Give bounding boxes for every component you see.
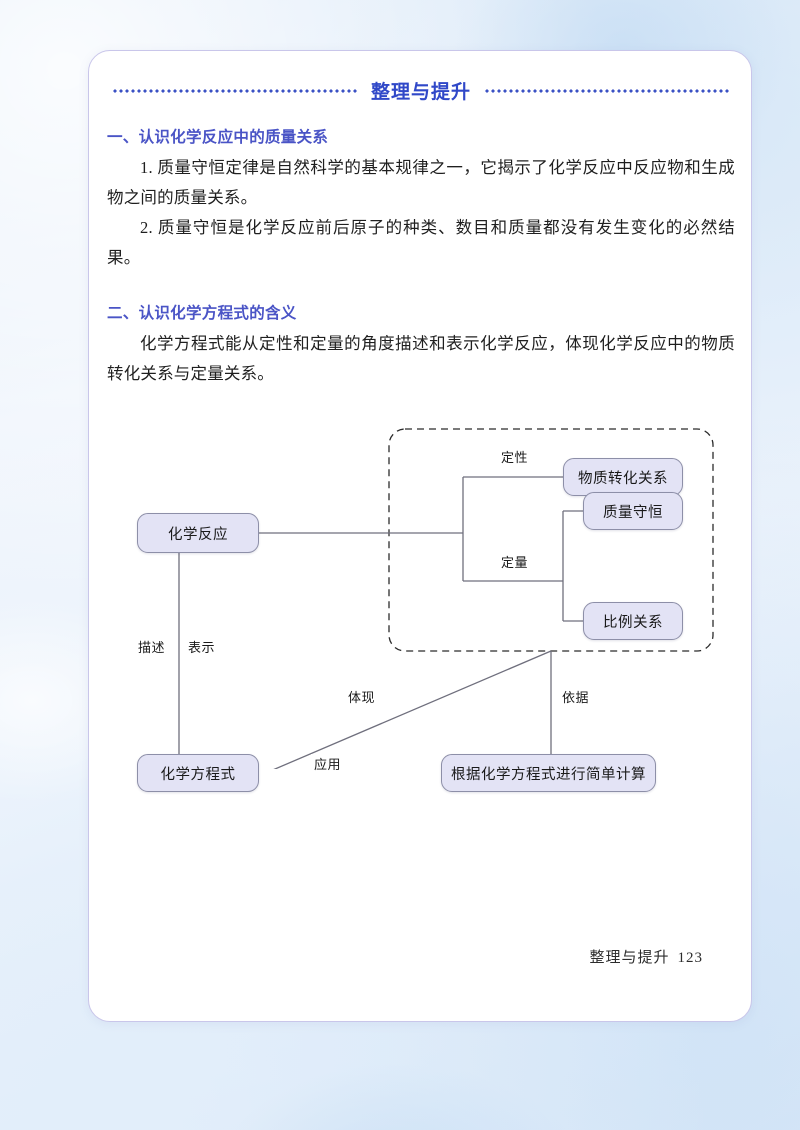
node-proportional-relation[interactable]: 比例关系 [583, 602, 683, 640]
node-mass-conservation-label: 质量守恒 [603, 504, 663, 521]
dotted-rule-left-icon [111, 88, 359, 93]
section-2-paragraph-1: 化学方程式能从定性和定量的角度描述和表示化学反应，体现化学反应中的物质转化关系与… [107, 334, 735, 383]
node-simple-calculation-label: 根据化学方程式进行简单计算 [451, 766, 646, 783]
edge-label-basis: 依据 [559, 687, 593, 706]
footer-label: 整理与提升 [589, 950, 670, 966]
node-chemical-equation-label: 化学方程式 [160, 766, 236, 783]
edge-label-apply: 应用 [311, 754, 345, 773]
edge-label-embody: 体现 [345, 687, 379, 706]
section-heading-2: 二、认识化学方程式的含义 [107, 305, 297, 322]
node-proportional-relation-label: 比例关系 [603, 614, 663, 631]
page-content: 一、认识化学反应中的质量关系 1. 质量守恒定律是自然科学的基本规律之一，它揭示… [107, 125, 735, 389]
page-header: 整理与提升 [111, 77, 732, 104]
node-substance-transformation[interactable]: 物质转化关系 [563, 458, 683, 496]
connector-embody [273, 650, 552, 769]
node-mass-conservation[interactable]: 质量守恒 [583, 492, 683, 530]
edge-label-describe: 描述 [135, 637, 169, 656]
diagram-connectors [178, 428, 714, 769]
node-chemical-equation[interactable]: 化学方程式 [137, 754, 259, 792]
page-number: 123 [677, 950, 703, 966]
section-heading-1: 一、认识化学反应中的质量关系 [107, 129, 329, 146]
node-chemical-reaction-label: 化学反应 [168, 526, 228, 543]
textbook-page-card: 整理与提升 一、认识化学反应中的质量关系 1. 质量守恒定律是自然科学的基本规律… [88, 50, 752, 1022]
node-chemical-reaction[interactable]: 化学反应 [137, 513, 259, 553]
dotted-rule-right-icon [483, 88, 732, 93]
section-1-paragraph-1: 1. 质量守恒定律是自然科学的基本规律之一，它揭示了化学反应中反应物和生成物之间… [107, 158, 735, 207]
page-title: 整理与提升 [371, 82, 472, 103]
edge-label-quantitative: 定量 [498, 552, 532, 571]
edge-label-qualitative: 定性 [498, 447, 532, 466]
concept-map-diagram: 化学反应 物质转化关系 质量守恒 比例关系 化学方程式 根据化学方程式进行简单计… [89, 369, 751, 792]
edge-label-represent: 表示 [185, 637, 219, 656]
page-footer: 整理与提升 123 [589, 946, 703, 967]
node-simple-calculation[interactable]: 根据化学方程式进行简单计算 [441, 754, 656, 792]
section-1-paragraph-2: 2. 质量守恒是化学反应前后原子的种类、数目和质量都没有发生变化的必然结果。 [107, 218, 735, 267]
node-substance-transformation-label: 物质转化关系 [578, 470, 668, 487]
